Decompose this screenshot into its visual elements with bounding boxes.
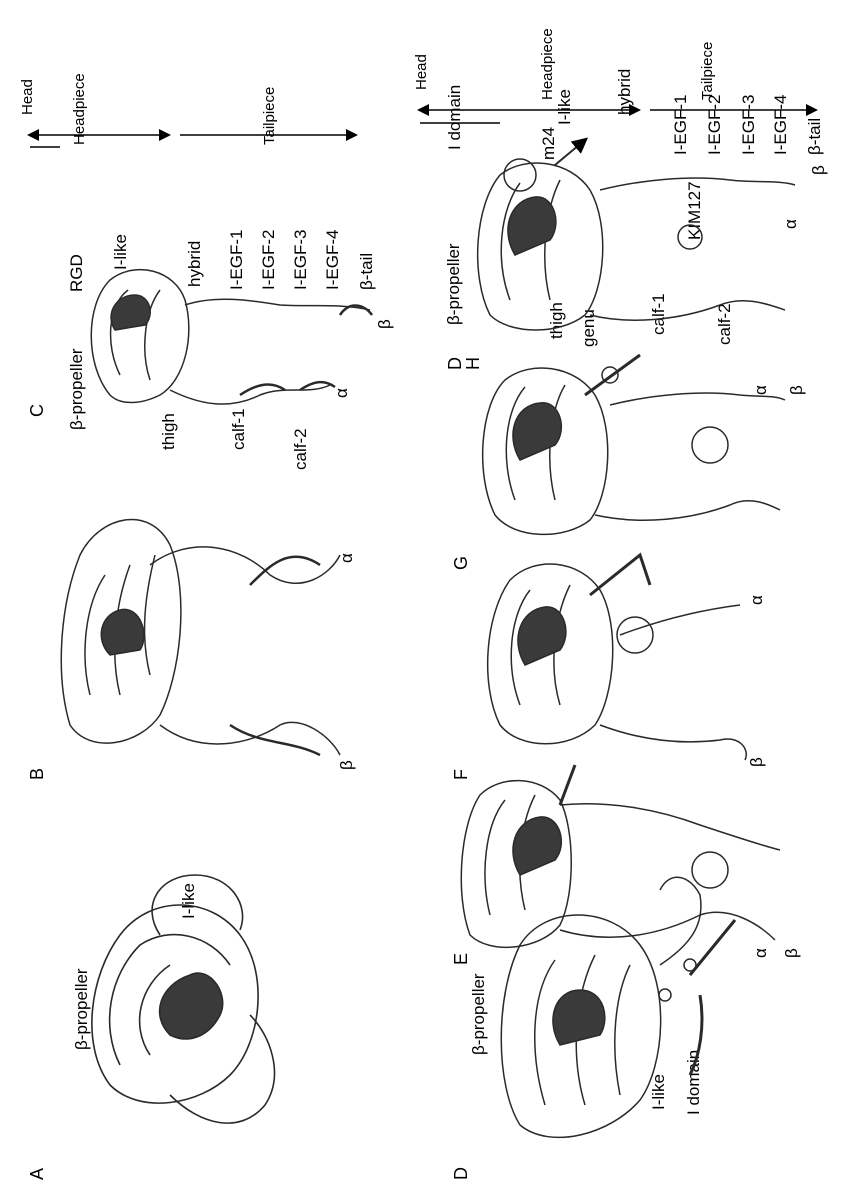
panel-h-structure xyxy=(478,140,795,330)
panel-e-structure xyxy=(461,765,780,947)
panel-f-structure xyxy=(488,555,747,760)
panel-b-structure xyxy=(61,520,340,755)
panel-h-scale-bar xyxy=(420,110,815,123)
panel-a-structure xyxy=(92,875,275,1123)
panel-d-structure xyxy=(501,877,735,1137)
panel-c-scale-bar xyxy=(30,135,355,147)
panel-g-structure xyxy=(483,355,785,534)
panel-c-structure xyxy=(91,270,372,404)
